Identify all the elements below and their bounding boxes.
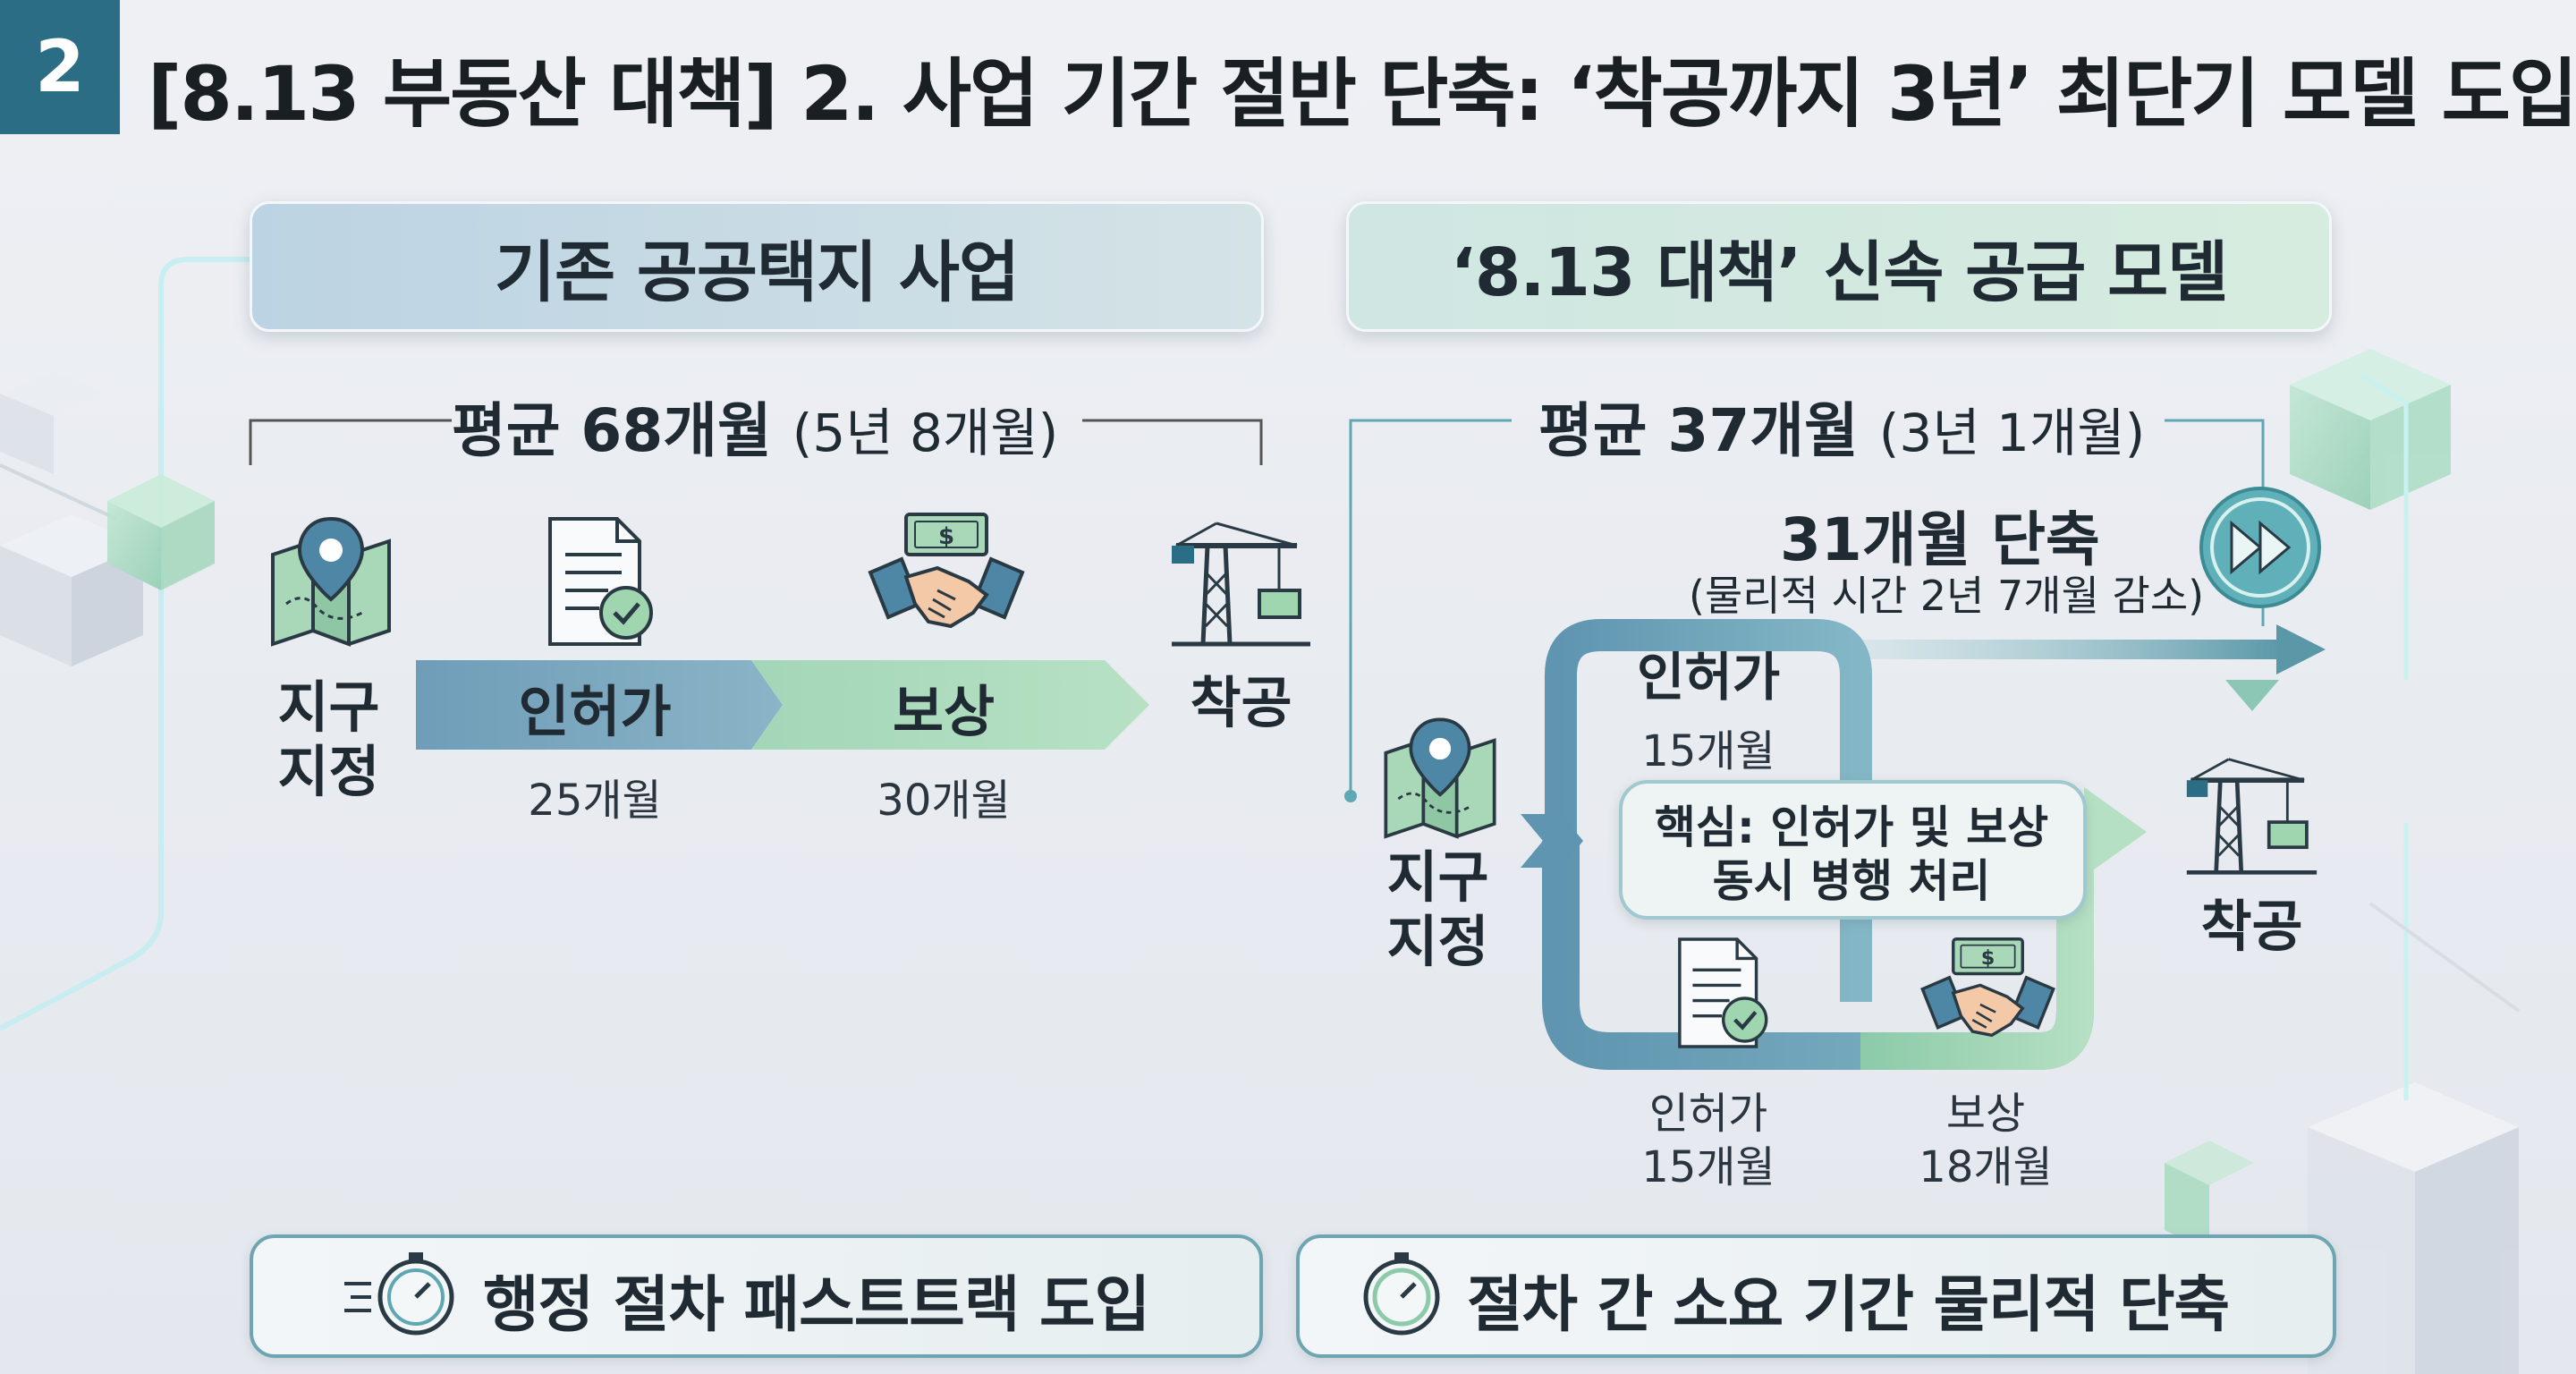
handshake-money-icon: $ xyxy=(868,513,1025,629)
core-line2: 동시 병행 처리 xyxy=(1712,855,1991,907)
left-step1-duration: 25개월 xyxy=(528,776,662,826)
left-average: 평균 68개월 (5년 8개월) xyxy=(452,383,1058,469)
crane-icon xyxy=(1172,522,1310,647)
svg-text:$: $ xyxy=(938,523,954,550)
right-banner xyxy=(1296,1234,2336,1358)
right-banner-text: 절차 간 소요 기간 물리적 단축 xyxy=(1467,1270,2230,1341)
reduction-arrow xyxy=(1860,624,2326,711)
core-strategy-box xyxy=(1619,780,2087,920)
document-check-icon xyxy=(548,517,653,646)
svg-text:$: $ xyxy=(1981,946,1996,970)
left-average-bracket xyxy=(249,419,1263,465)
left-step2-duration: 30개월 xyxy=(877,776,1011,826)
right-panel-title: ‘8.13 대책’ 신속 공급 모델 xyxy=(1346,201,2332,332)
left-start-label: 지구 지정 xyxy=(264,675,394,804)
page-title: [8.13 부동산 대책] 2. 사업 기간 절반 단축: ‘착공까지 3년’ … xyxy=(148,50,2576,138)
section-number-badge xyxy=(0,0,120,134)
lower-step1-duration: 15개월 xyxy=(1641,1142,1775,1192)
right-start-line2: 지정 xyxy=(1386,909,1489,974)
left-end-label: 착공 xyxy=(1190,670,1292,735)
map-pin-icon xyxy=(1384,717,1496,839)
left-start-line2: 지정 xyxy=(277,739,380,804)
left-banner-text: 행정 절차 패스트트랙 도입 xyxy=(483,1270,1150,1341)
right-average-value: 평균 37개월 xyxy=(1538,396,1859,465)
upper-step-label: 인허가 xyxy=(1637,647,1781,708)
right-start-label: 지구 지정 xyxy=(1373,845,1503,974)
document-check-icon xyxy=(1678,937,1768,1048)
lower-step1-label: 인허가 xyxy=(1648,1089,1768,1139)
left-average-sub: (5년 8개월) xyxy=(792,403,1059,463)
left-process-flow xyxy=(416,660,1149,750)
stopwatch-icon xyxy=(1363,1252,1440,1336)
right-average: 평균 37개월 (3년 1개월) xyxy=(1538,383,2145,469)
stopwatch-icon xyxy=(344,1252,454,1336)
right-end-label: 착공 xyxy=(2200,894,2303,959)
core-line1: 핵심: 인허가 및 보상 xyxy=(1654,802,2049,853)
lower-step2-duration: 18개월 xyxy=(1919,1142,2053,1192)
left-step1-label: 인허가 xyxy=(518,679,672,744)
right-reduction-sub: (물리적 시간 2년 7개월 감소) xyxy=(1689,572,2205,620)
fast-forward-icon xyxy=(2199,487,2321,608)
right-start-line1: 지구 xyxy=(1386,844,1489,910)
right-average-sub: (3년 1개월) xyxy=(1878,403,2146,463)
background-decoration xyxy=(0,257,2521,1374)
right-reduction: 31개월 단축 xyxy=(1780,505,2100,574)
map-pin-icon xyxy=(271,516,391,647)
left-step2-label: 보상 xyxy=(892,679,996,744)
left-start-line1: 지구 xyxy=(277,674,380,740)
left-average-value: 평균 68개월 xyxy=(452,396,772,465)
section-number: 2 xyxy=(35,25,85,108)
parallel-process-flow xyxy=(1521,619,2147,1070)
lower-step2-label: 보상 xyxy=(1945,1089,2026,1139)
left-panel-title: 기존 공공택지 사업 xyxy=(250,201,1264,332)
handshake-money-icon: $ xyxy=(1920,937,2055,1038)
upper-step-duration: 15개월 xyxy=(1641,726,1775,776)
crane-icon xyxy=(2186,758,2318,875)
